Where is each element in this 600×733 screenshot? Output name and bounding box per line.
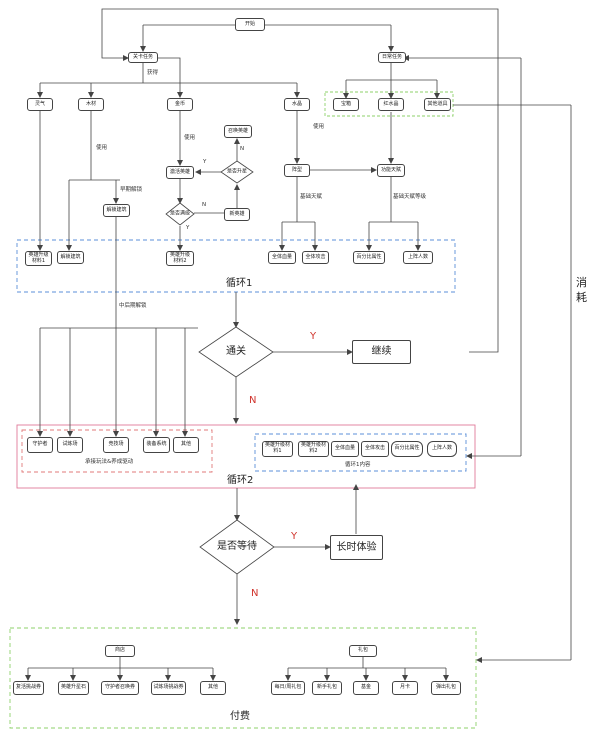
loop1-label: 循环1: [226, 278, 253, 289]
late-unlock-label: 中后期解锁: [119, 303, 147, 309]
consume-label: 消耗: [576, 276, 587, 304]
arena-node: 竞技场: [103, 437, 129, 453]
early-unlock-label: 早期解锁: [120, 187, 143, 193]
follow-up-label: 承接玩法&养成驱动: [85, 459, 134, 465]
gold-node: 金币: [167, 98, 193, 111]
loop1-team-atk: 全体攻击: [302, 251, 329, 264]
monthly-card-node: 月卡: [392, 681, 418, 695]
star-stone-node: 英雄升星石: [58, 681, 89, 695]
level-task-node: 关卡任务: [128, 52, 158, 63]
wait-diamond: [199, 519, 275, 575]
daily-task-node: 日常任务: [378, 52, 406, 63]
red-crystal-node: 红水晶: [378, 98, 404, 111]
basic-talent-level-label: 基础天赋等级: [393, 194, 427, 200]
clear-diamond: [198, 326, 274, 378]
payment-label: 付费: [230, 711, 250, 722]
loop1-content-region: [254, 433, 467, 472]
wood-node: 木材: [78, 98, 104, 111]
clear-label: 通关: [226, 346, 246, 357]
daily-gift-node: 每日/周礼包: [271, 681, 305, 695]
star-up-label: 是否升星: [226, 168, 248, 175]
popup-gift-node: 弹出礼包: [431, 681, 461, 695]
crystal-node: 水晶: [284, 98, 310, 111]
start-node: 开始: [235, 18, 265, 31]
loop1-team-size: 上阵人数: [403, 251, 433, 264]
no-label-clear: N: [249, 395, 257, 406]
loop2-team-size: 上阵人数: [427, 441, 457, 457]
activate-hero-node: 激活英雄: [166, 166, 194, 179]
other-item-node: 其他道具: [424, 98, 451, 111]
fund-node: 基金: [353, 681, 379, 695]
loop2-team-hp: 全体血量: [331, 441, 359, 457]
new-hero-node: 新英雄: [224, 208, 250, 221]
continue-node: 继续: [352, 340, 411, 364]
summon-hero-node: 召唤英雄: [224, 125, 252, 138]
no-label-1: N: [240, 146, 245, 152]
spirit-node: 灵气: [27, 98, 53, 111]
trial-node: 试炼场: [57, 437, 83, 453]
formation-node: 阵型: [284, 164, 310, 177]
newbie-gift-node: 新手礼包: [312, 681, 342, 695]
yes-label-clear: Y: [310, 331, 317, 342]
loop1-content-label: 循环1内容: [345, 462, 371, 468]
payment-region: [9, 627, 477, 729]
revive-ticket-node: 复活挑战券: [13, 681, 44, 695]
loop1-unlock-building: 解锁建筑: [57, 251, 84, 264]
loop2-percent-attr: 百分比属性: [391, 441, 423, 457]
no-label-2: N: [202, 202, 207, 208]
basic-talent-label: 基础天赋: [300, 194, 323, 200]
shop-node: 商店: [105, 645, 135, 657]
loop1-team-hp: 全体血量: [268, 251, 296, 264]
use-label-wood: 使用: [96, 145, 108, 151]
use-label-gold: 使用: [184, 135, 196, 141]
talent-node: 功能天赋: [377, 164, 405, 177]
yes-label-2: Y: [186, 225, 190, 231]
obtain-label: 获得: [147, 70, 159, 76]
unlock-building-node: 解锁建筑: [103, 204, 130, 217]
wait-label: 是否等待: [217, 541, 257, 552]
loop1-hero-mat2: 英雄升级材料2: [166, 251, 194, 266]
loop2-team-atk: 全体攻击: [361, 441, 389, 457]
shop-other-node: 其他: [200, 681, 226, 695]
guardian-node: 守护者: [27, 437, 53, 453]
max-level-label: 是否满级: [169, 210, 191, 217]
daily-rewards-region: [324, 91, 454, 117]
other-node: 其他: [173, 437, 199, 453]
loop2-hero-mat1: 英雄升级材料1: [262, 441, 293, 457]
loop2-region: [16, 424, 476, 489]
loop2-hero-mat2: 英雄升级材料2: [298, 441, 329, 457]
use-label-crystal: 使用: [313, 124, 325, 130]
loop2-label: 循环2: [227, 475, 254, 486]
equipment-node: 装备系统: [143, 437, 170, 453]
star-up-diamond: [220, 160, 254, 184]
no-label-wait: N: [251, 588, 259, 599]
late-unlock-region: [21, 429, 213, 473]
chest-node: 宝箱: [333, 98, 359, 111]
yes-label-1: Y: [203, 159, 207, 165]
gift-node: 礼包: [349, 645, 377, 657]
yes-label-wait: Y: [291, 531, 298, 542]
long-experience-node: 长时体验: [330, 535, 383, 560]
trial-ticket-node: 试炼场挑战券: [151, 681, 186, 695]
loop1-percent-attr: 百分比属性: [353, 251, 385, 264]
max-level-diamond: [165, 202, 195, 226]
guardian-ticket-node: 守护者召唤券: [101, 681, 139, 695]
loop1-hero-mat1: 英雄升级材料1: [25, 251, 52, 266]
